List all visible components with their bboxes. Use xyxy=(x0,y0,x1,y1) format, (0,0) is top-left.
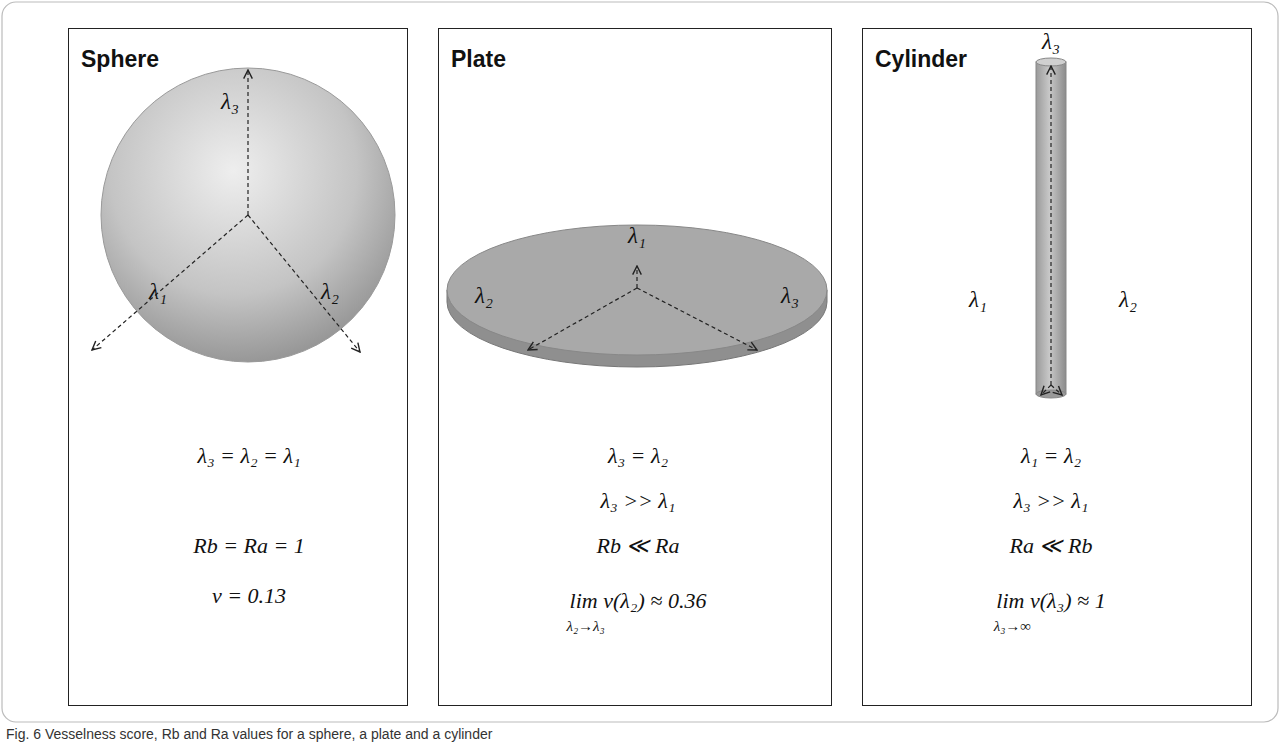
shape-panel: Sphere λ₃ = λ₂ = λ₁ Rb = Ra = 1 ν = 0.13 xyxy=(68,28,408,706)
axis-label: λ₁ xyxy=(628,223,646,249)
figure-caption: Fig. 6 Vesselness score, Rb and Ra value… xyxy=(6,726,492,742)
shape-panel: Plate λ₃ = λ₂ λ₃ >> λ₁ Rb ≪ Ra lim ν(λ₂) ≈ 0… xyxy=(438,28,832,706)
outer-frame xyxy=(2,2,1278,722)
panel-heading: Plate xyxy=(451,46,506,73)
axis-arrows xyxy=(1041,66,1062,395)
axis-label: λ₂ xyxy=(1119,287,1137,313)
axis-label: λ₂ xyxy=(321,279,339,305)
equation: λ₁ = λ₂ xyxy=(1021,443,1081,469)
axis-label: λ₃ xyxy=(781,283,799,309)
limit-subscript: λ₃→∞ xyxy=(994,618,1031,635)
axis-arrows xyxy=(92,70,360,352)
limit-subscript: λ₂→λ₃ xyxy=(566,618,604,635)
cylinder-top xyxy=(1036,58,1066,66)
axis-label: λ₂ xyxy=(475,283,493,309)
axis-label: λ₁ xyxy=(149,279,167,305)
axis-label: λ₁ xyxy=(969,287,987,313)
equation: lim ν(λ₂) ≈ 0.36 xyxy=(570,588,707,614)
equation: λ₃ = λ₂ = λ₁ xyxy=(197,443,300,469)
sphere xyxy=(101,68,395,362)
equation: λ₃ >> λ₁ xyxy=(1013,488,1088,514)
equation: Rb ≪ Ra xyxy=(597,533,680,559)
equation: ν = 0.13 xyxy=(212,583,286,609)
equation: lim ν(λ₃) ≈ 1 xyxy=(996,588,1105,614)
axis-label: λ₃ xyxy=(1042,29,1060,55)
panel-heading: Cylinder xyxy=(875,46,967,73)
shape-panel: Cylinder λ₁ = λ₂ λ₃ >> λ₁ Ra ≪ Rb lim ν(λ₃) … xyxy=(862,28,1252,706)
axis-label: λ₃ xyxy=(221,89,239,115)
axis-arrows xyxy=(528,266,757,350)
cylinder-base xyxy=(1036,390,1066,398)
cylinder xyxy=(1036,62,1066,394)
equation: Rb = Ra = 1 xyxy=(193,533,305,559)
equation: Ra ≪ Rb xyxy=(1010,533,1093,559)
panel-heading: Sphere xyxy=(81,46,159,73)
equation: λ₃ = λ₂ xyxy=(608,443,668,469)
equation: λ₃ >> λ₁ xyxy=(600,488,675,514)
